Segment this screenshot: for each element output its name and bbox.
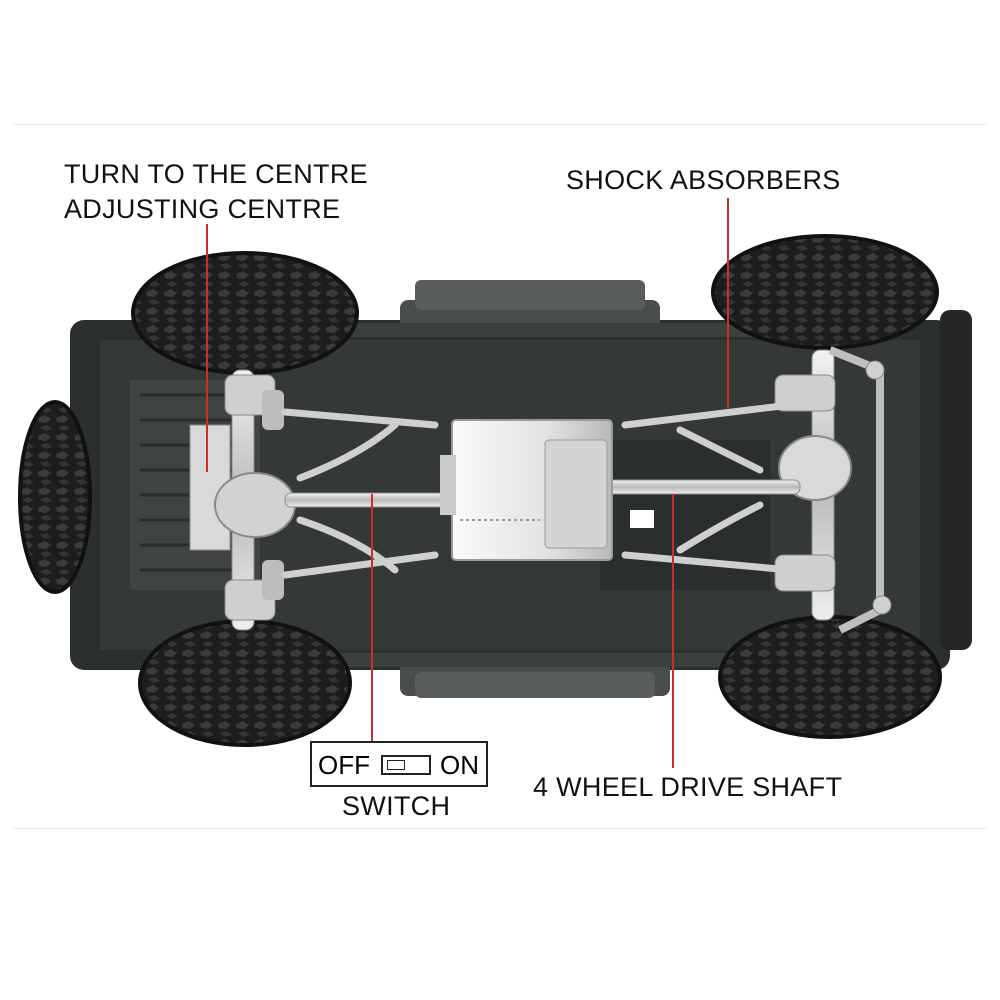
tires — [18, 234, 942, 747]
rear-axle — [189, 369, 296, 631]
label-shock-absorbers: SHOCK ABSORBERS — [566, 165, 841, 195]
toggle-switch-icon — [381, 755, 431, 775]
leader-lines — [206, 198, 729, 768]
label-turn-to-centre: TURN TO THE CENTRE — [64, 159, 368, 189]
switch-off-label: OFF — [318, 750, 370, 780]
drive-shafts — [284, 479, 801, 508]
label-adjusting-centre: ADJUSTING CENTRE — [64, 194, 341, 224]
label-switch: SWITCH — [342, 791, 451, 821]
suspension-links — [281, 401, 794, 579]
transmission-housing — [440, 419, 613, 561]
switch-on-label: ON — [440, 750, 479, 780]
switch-indicator: OFF ON — [310, 741, 488, 787]
diagram-panel — [14, 124, 986, 829]
label-4-wheel-drive-shaft: 4 WHEEL DRIVE SHAFT — [533, 772, 843, 802]
